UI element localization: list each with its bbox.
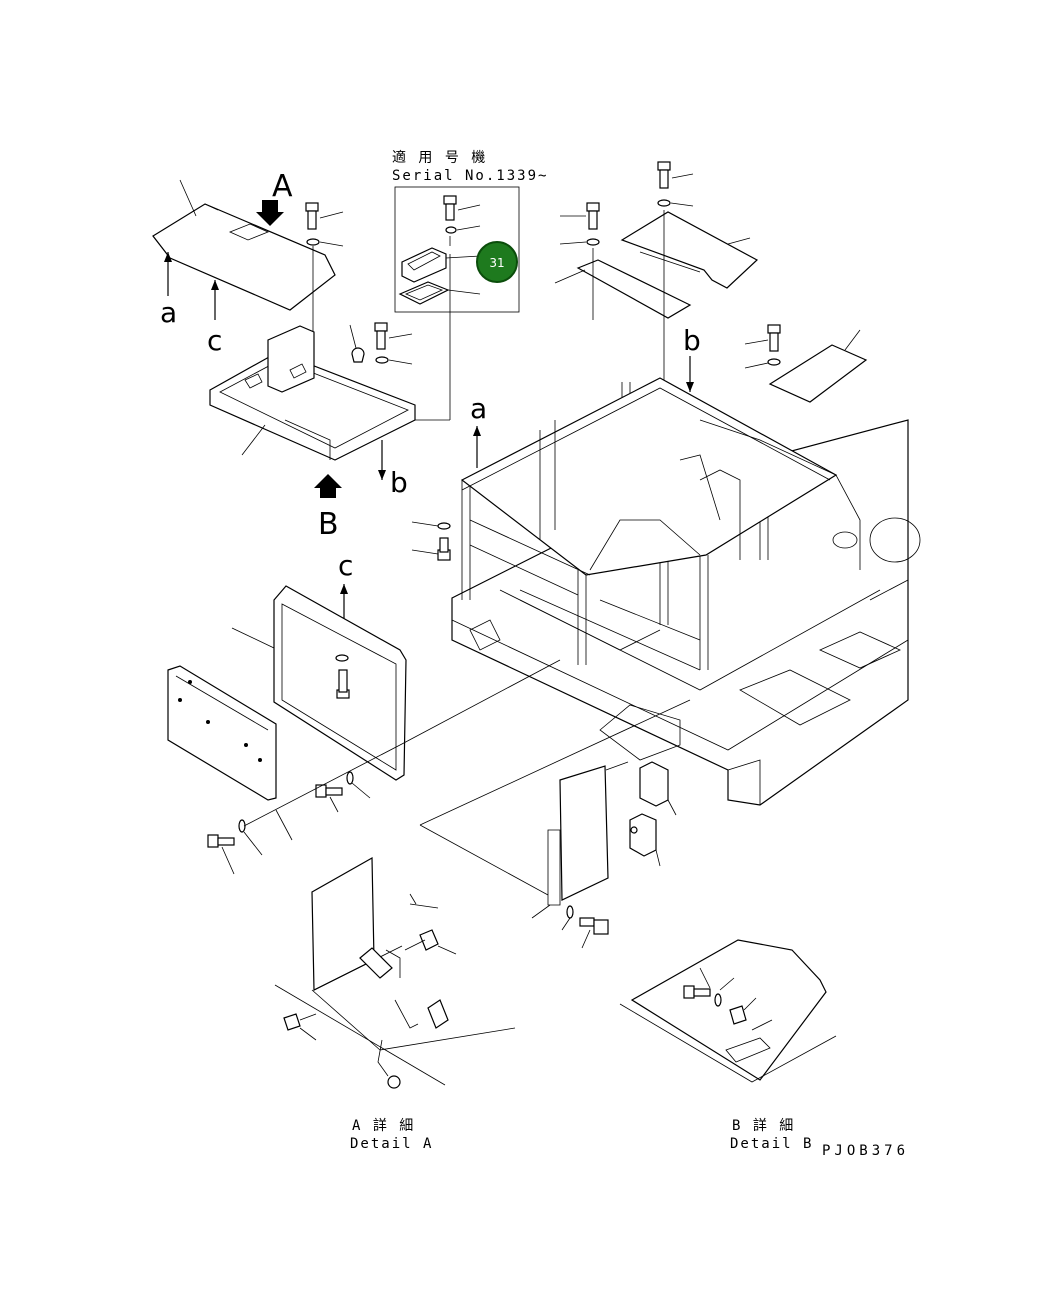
arrow-down-icon — [378, 470, 386, 480]
detail-a-view — [274, 856, 516, 1089]
washer-icon — [346, 771, 354, 785]
top-plate-part — [620, 211, 759, 289]
bolt-icon — [579, 917, 609, 935]
side-plate-part — [768, 344, 868, 403]
ref-c-label: c — [207, 324, 222, 357]
serial-box-frame — [394, 186, 520, 313]
view-b-arrow-icon — [314, 474, 342, 498]
arrow-up-icon — [473, 426, 481, 436]
serial-box-title-en: Serial No.1339~ — [392, 168, 548, 184]
washer-icon — [586, 238, 600, 246]
washer-icon — [767, 358, 781, 366]
washer-icon — [714, 993, 722, 1007]
ref-c-label-lower: c — [338, 549, 353, 582]
ref-b-label-right: b — [683, 324, 701, 357]
callout-number: 31 — [489, 256, 504, 270]
bolt-icon — [657, 161, 671, 189]
bolt-icon — [374, 322, 388, 350]
mid-plate-part — [576, 259, 692, 319]
serial-applicability-box: 適 用 号 機 Serial No.1339~ — [392, 149, 548, 313]
bolt-icon — [683, 985, 711, 999]
view-a-label: A — [272, 169, 293, 204]
top-cover-part — [152, 179, 336, 311]
washer-icon — [445, 226, 457, 234]
gasket-part — [398, 281, 450, 305]
bolt-icon — [443, 195, 457, 221]
drawing-code: PJOB376 — [822, 1143, 909, 1159]
side-guard-part — [547, 761, 669, 906]
bolt-icon — [315, 784, 343, 798]
washer-icon — [375, 356, 389, 364]
view-b-label: B — [318, 507, 339, 542]
main-cab-frame — [451, 377, 921, 806]
bolt-icon — [586, 202, 600, 230]
arrow-down-icon — [686, 382, 694, 392]
arrow-up-icon — [211, 280, 219, 290]
detail-b-view — [619, 939, 837, 1083]
detail-a-title-en: Detail A — [350, 1136, 433, 1152]
arrow-up-icon — [164, 252, 172, 262]
washer-icon — [566, 905, 574, 919]
arrow-up-icon — [340, 584, 348, 594]
floor-tray-part — [209, 325, 416, 461]
detail-b-title-jp: B 詳 細 — [732, 1118, 795, 1134]
washer-icon — [335, 654, 349, 662]
bolt-icon — [336, 669, 350, 699]
washer-icon — [437, 522, 451, 530]
washer-icon — [657, 199, 671, 207]
bolt-icon — [305, 202, 319, 230]
perforated-panel-part — [167, 665, 277, 801]
bolt-icon — [767, 324, 781, 352]
ref-a-label-right: a — [470, 392, 487, 425]
grommet-icon — [351, 347, 365, 363]
washer-icon — [238, 819, 246, 833]
detail-a-title-jp: A 詳 細 — [352, 1118, 415, 1134]
ref-b-label: b — [390, 466, 408, 499]
serial-box-title-jp: 適 用 号 機 — [392, 149, 487, 166]
bolt-icon — [207, 834, 235, 848]
ref-a-label: a — [160, 296, 177, 329]
bolt-icon — [437, 537, 451, 561]
callout-badge-31[interactable]: 31 — [476, 241, 518, 283]
view-a-arrow-icon — [256, 200, 284, 226]
washer-icon — [306, 238, 320, 246]
detail-b-title-en: Detail B — [730, 1136, 813, 1152]
